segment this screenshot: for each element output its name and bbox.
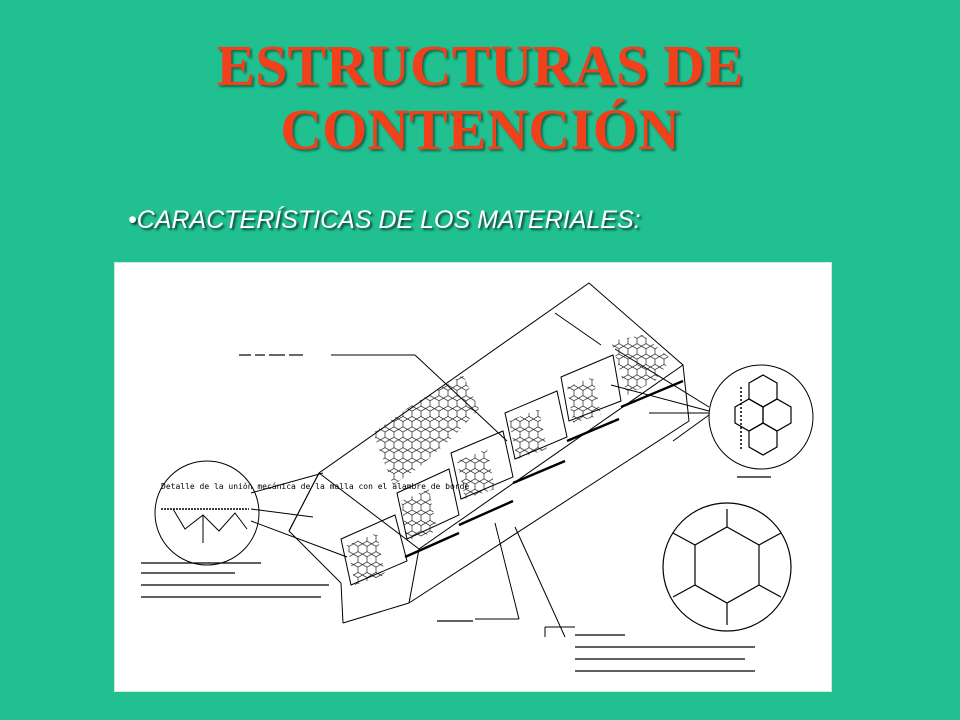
title-line-1: ESTRUCTURAS DE	[216, 33, 744, 98]
detail-circle-right	[708, 364, 814, 470]
label-bottom-right	[575, 634, 755, 672]
diaphragm-4	[504, 390, 568, 460]
diaphragm-panels	[340, 354, 622, 586]
bullet-marker: •	[128, 206, 137, 234]
title-line-2: CONTENCIÓN	[280, 97, 680, 162]
hexagon-detail	[662, 502, 792, 632]
bullet-text: CARACTERÍSTICAS DE LOS MATERIALES:	[136, 206, 641, 234]
gabion-drawing: Detalle de la unión mecánica de la malla…	[141, 282, 814, 672]
gabion-box	[288, 282, 690, 624]
base-seams	[404, 379, 684, 559]
box-top-panel	[288, 282, 684, 550]
leader-lines	[250, 312, 710, 638]
diaphragm-3	[450, 430, 514, 500]
diaphragm-5	[560, 354, 622, 423]
callout-labels	[141, 354, 771, 672]
diaphragm-2	[396, 468, 460, 541]
diaphragm-1	[340, 514, 408, 586]
bullet-item: •CARACTERÍSTICAS DE LOS MATERIALES:	[128, 204, 641, 236]
detail-circle-left: Detalle de la unión mecánica de la malla…	[154, 460, 469, 566]
detail-circle-caption: Detalle de la unión mecánica de la malla…	[161, 481, 469, 491]
slide-title: ESTRUCTURAS DE CONTENCIÓN	[0, 34, 960, 162]
label-left-block	[141, 562, 329, 598]
gabion-diagram: Detalle de la unión mecánica de la malla…	[114, 262, 832, 692]
